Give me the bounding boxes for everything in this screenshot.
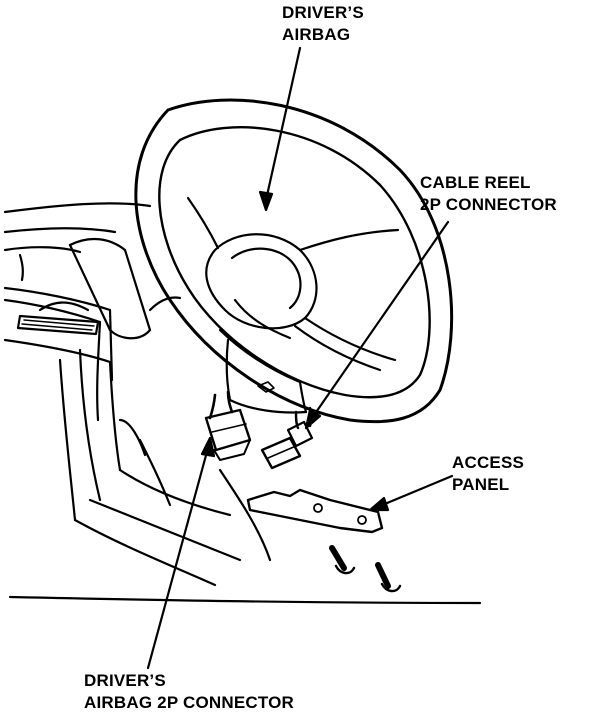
label-line: DRIVER’S bbox=[84, 671, 166, 690]
label-line: ACCESS bbox=[452, 453, 525, 472]
label-drivers-airbag-2p-connector: DRIVER’S AIRBAG 2P CONNECTOR bbox=[84, 670, 294, 714]
label-cable-reel-2p-connector: CABLE REEL 2P CONNECTOR bbox=[420, 172, 557, 216]
cable-reel-2p-connector bbox=[260, 406, 314, 470]
airbag-2p-connector bbox=[204, 390, 252, 461]
air-vent bbox=[16, 301, 100, 336]
dashboard-outline bbox=[3, 202, 482, 605]
label-line: 2P CONNECTOR bbox=[420, 195, 557, 214]
label-line: DRIVER’S bbox=[282, 3, 364, 22]
steering-wheel bbox=[134, 98, 454, 424]
instrument-hood bbox=[68, 237, 182, 340]
label-line: CABLE REEL bbox=[420, 173, 531, 192]
label-line: AIRBAG bbox=[282, 25, 351, 44]
label-drivers-airbag: DRIVER’S AIRBAG bbox=[282, 2, 364, 46]
label-line: PANEL bbox=[452, 475, 510, 494]
mounting-screws bbox=[329, 545, 402, 593]
label-line: AIRBAG 2P CONNECTOR bbox=[84, 693, 295, 712]
access-panel-shape bbox=[246, 488, 384, 534]
label-access-panel: ACCESS PANEL bbox=[452, 452, 524, 496]
leader-lines bbox=[146, 46, 454, 670]
